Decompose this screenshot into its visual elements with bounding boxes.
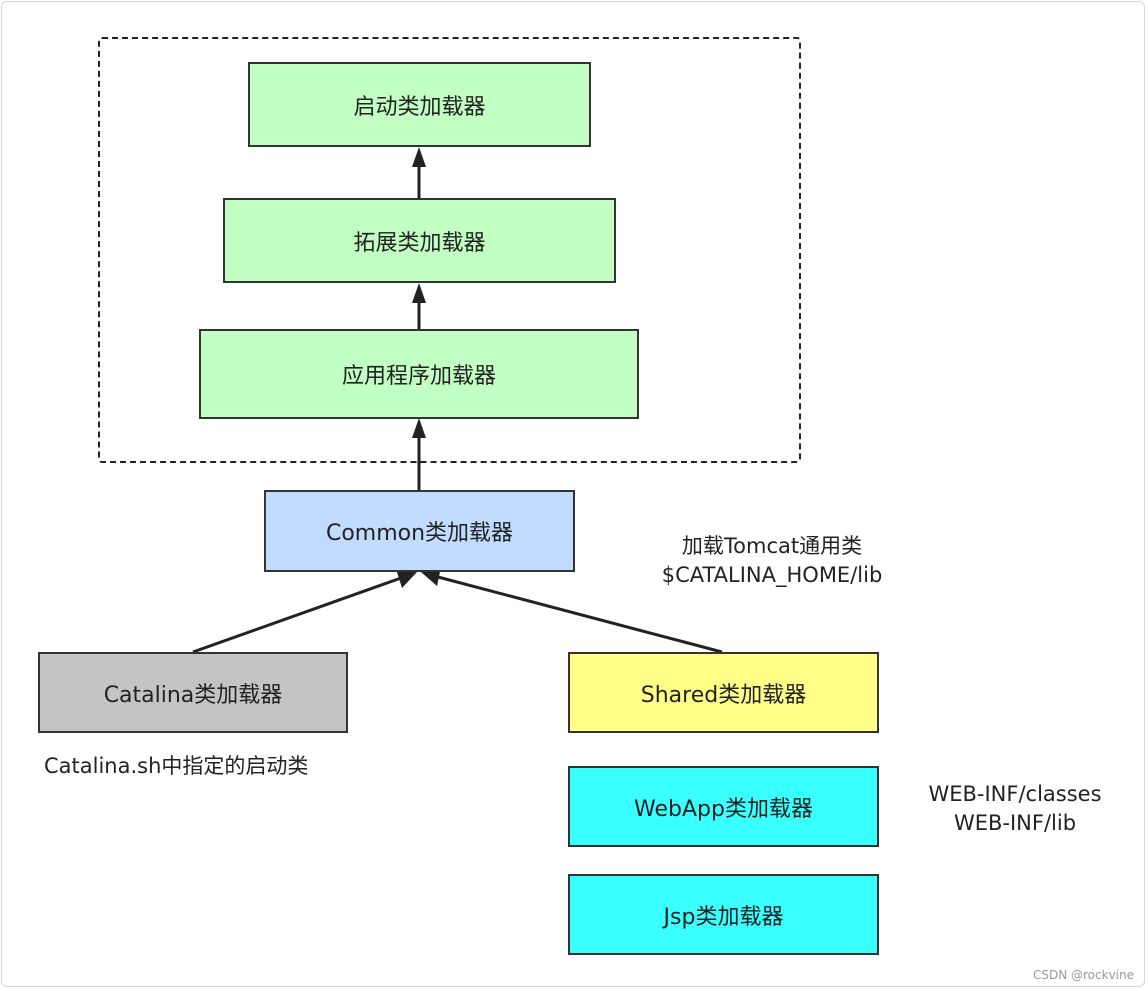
catalina-class-loader-node[interactable]: Catalina类加载器 (38, 652, 348, 733)
webapp-note-line-1: WEB-INF/classes (928, 782, 1102, 806)
arrow-application-to-extension (412, 283, 426, 329)
shared-class-loader-node[interactable]: Shared类加载器 (568, 652, 879, 733)
common-loader-note: 加载Tomcat通用类 $CATALINA_HOME/lib (644, 532, 900, 590)
common-class-loader-node[interactable]: Common类加载器 (264, 490, 575, 572)
bootstrap-class-loader-node[interactable]: 启动类加载器 (248, 62, 591, 147)
jsp-class-loader-node[interactable]: Jsp类加载器 (568, 874, 879, 955)
arrow-catalina-to-common (192, 569, 417, 654)
webapp-note-line-2: WEB-INF/lib (953, 811, 1077, 835)
webapp-loader-note: WEB-INF/classes WEB-INF/lib (920, 780, 1110, 838)
application-class-loader-node[interactable]: 应用程序加载器 (199, 329, 639, 419)
catalina-loader-note: Catalina.sh中指定的启动类 (44, 754, 309, 778)
common-note-line-2: $CATALINA_HOME/lib (661, 563, 883, 587)
extension-class-loader-node[interactable]: 拓展类加载器 (223, 198, 616, 283)
csdn-watermark: CSDN @rockvine (1032, 968, 1134, 982)
common-note-line-1: 加载Tomcat通用类 (681, 534, 863, 558)
webapp-class-loader-node[interactable]: WebApp类加载器 (568, 766, 879, 847)
arrow-extension-to-bootstrap (412, 147, 426, 198)
jvm-loader-group (98, 37, 801, 463)
arrow-common-to-application (412, 418, 426, 490)
